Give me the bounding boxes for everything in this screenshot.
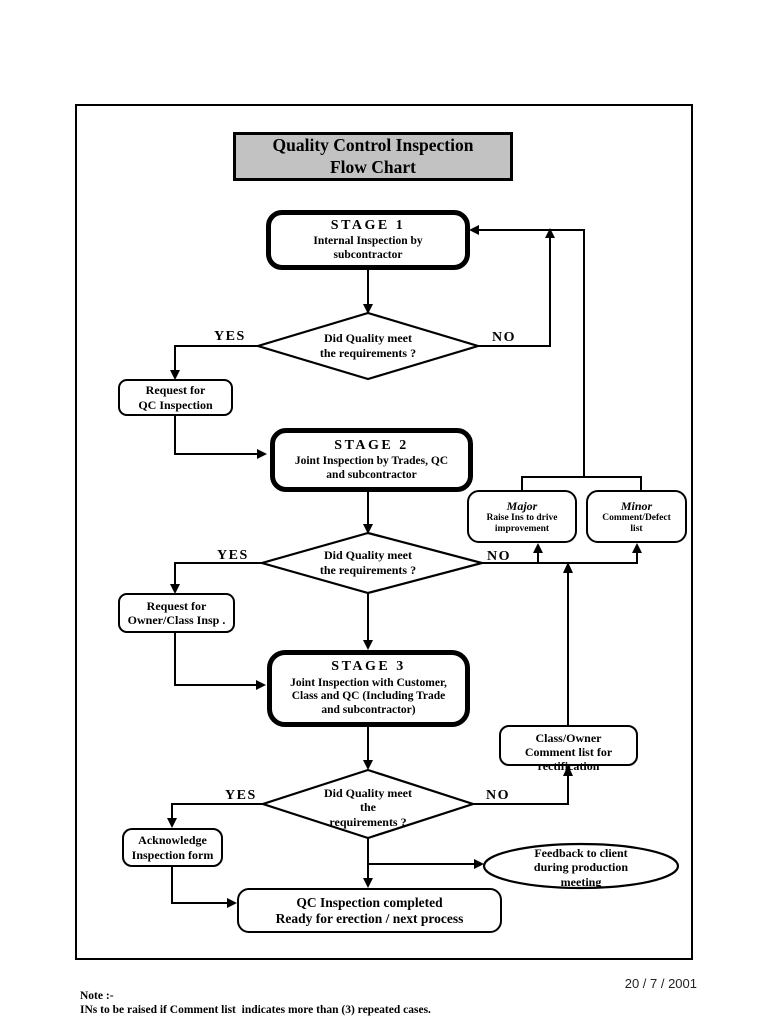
feedback-ellipse [482,842,680,890]
decision3-text: Did Quality meet the requirements ? [288,786,448,829]
class-owner-line1: Class/Owner [535,731,602,745]
complete-line2: Ready for erection / next process [275,910,464,926]
node-acknowledge: Acknowledge Inspection form [122,828,223,867]
node-request-qc-inspection: Request for QC Inspection [118,379,233,416]
connector-requestowner-to-stage3 [174,633,260,686]
request-qc-line1: Request for [145,383,206,398]
stage1-title: STAGE 1 [330,217,406,233]
acknowledge-line2: Inspection form [131,847,214,862]
request-owner-line2: Owner/Class Insp . [127,613,226,627]
decision1-line1: Did Quality meet [324,331,412,345]
note-heading: Note :- [80,990,114,1002]
connector-yes3-to-acknowledge [171,803,263,822]
arrowheads [167,225,642,908]
complete-line1: QC Inspection completed [296,894,443,910]
decision2-text: Did Quality meet the requirements ? [288,548,448,577]
decision2-line2: the requirements ? [319,562,417,577]
minor-line2: list [630,523,643,534]
node-class-owner-comment: Class/Owner Comment list for rectificati… [499,725,638,773]
chart-title-box: Quality Control Inspection Flow Chart [233,132,513,181]
stage2-title: STAGE 2 [334,437,409,453]
decision1-diamond [254,311,482,381]
node-qc-complete: QC Inspection completed Ready for erecti… [237,888,502,933]
connector-requestqc-to-stage2 [174,415,261,455]
stage2-line2: and subcontractor [326,468,417,481]
connector-return-to-stage1 [474,229,585,477]
decision3-no-label: NO [486,788,510,803]
node-stage3: STAGE 3 Joint Inspection with Customer, … [267,650,470,727]
note-body: INs to be raised if Comment list indicat… [80,1004,431,1016]
decision1-no-label: NO [492,330,516,345]
stage1-line2: subcontractor [333,248,403,261]
date-stamp: 20 / 7 / 2001 [624,976,697,991]
chart-border-frame [75,104,693,960]
connector-no1-up [478,236,551,347]
decision3-yes-label: YES [225,788,257,803]
stage3-title: STAGE 3 [331,659,406,675]
node-major: Major Raise Ins to drive improvement [467,490,577,543]
decision1-text: Did Quality meet the requirements ? [288,331,448,360]
decision2-no-label: NO [487,549,511,564]
feedback-line1: Feedback to client [534,846,628,860]
chart-title-line1: Quality Control Inspection [272,134,474,155]
acknowledge-line1: Acknowledge [138,833,207,848]
connector-yes2-to-requestowner [174,562,262,588]
connector-acknowledge-to-complete [171,867,231,904]
node-request-owner-class: Request for Owner/Class Insp . [118,593,235,633]
decision3-diamond [259,768,477,840]
feedback-line2: during production [533,860,629,875]
connector-yes1-to-requestqc [174,345,258,375]
connector-no3-to-classowner [473,772,569,805]
node-stage1: STAGE 1 Internal Inspection by subcontra… [266,210,470,270]
decision3-line3: requirements ? [329,814,407,829]
chart-title-line2: Flow Chart [329,156,417,177]
decision1-yes-label: YES [214,329,246,344]
stage3-line3: and subcontractor) [321,704,416,717]
request-qc-line2: QC Inspection [138,397,213,412]
stage2-line1: Joint Inspection by Trades, QC [294,455,449,468]
request-owner-line1: Request for [146,598,207,613]
feedback-text: Feedback to client during production mee… [498,846,664,889]
decision2-yes-label: YES [217,548,249,563]
stage3-line2: Class and QC (Including Trade [291,690,446,703]
stage3-line1: Joint Inspection with Customer, [290,676,447,689]
major-line1: Raise Ins to drive [486,512,558,523]
major-line2: improvement [494,523,550,534]
decision3-line2: the [360,800,376,815]
feedback-line3: meeting [560,874,602,889]
major-title: Major [506,498,538,513]
node-stage2: STAGE 2 Joint Inspection by Trades, QC a… [270,428,473,492]
class-owner-line3: rectification [537,759,600,774]
node-minor: Minor Comment/Defect list [586,490,687,543]
decision3-line1: Did Quality meet [324,786,412,800]
class-owner-line2: Comment list for [524,745,613,760]
decision1-line2: the requirements ? [319,345,417,360]
decision2-diamond [257,531,487,595]
minor-line1: Comment/Defect [602,512,671,523]
stage1-line1: Internal Inspection by [313,235,423,248]
decision2-line1: Did Quality meet [324,548,412,562]
minor-title: Minor [620,498,653,513]
connector-majmin-top [521,476,642,490]
